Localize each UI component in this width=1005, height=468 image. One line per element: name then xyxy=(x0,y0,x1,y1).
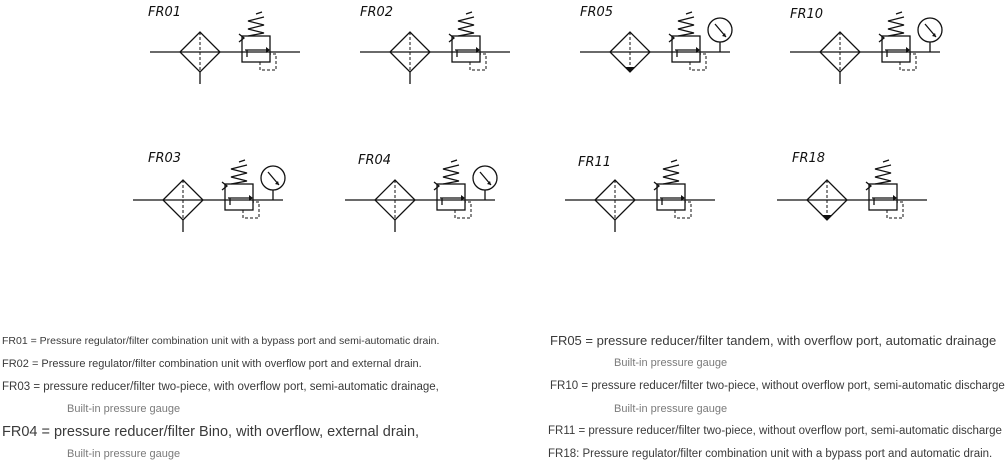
symbol-label: FR02 xyxy=(360,5,393,20)
pressure-gauge-icon xyxy=(707,17,733,52)
symbol-label: FR03 xyxy=(148,151,181,166)
symbol-label: FR10 xyxy=(790,7,823,22)
regulator-icon xyxy=(238,11,277,71)
symbol-fr02: FR02 xyxy=(360,5,510,84)
legend-fr04: FR04 = pressure reducer/filter Bino, wit… xyxy=(2,424,420,440)
legend-fr11: FR11 = pressure reducer/filter two-piece… xyxy=(548,425,1002,437)
legend-fr01: FR01 = Pressure regulator/filter combina… xyxy=(2,335,440,347)
legend-fr05-gauge: Built-in pressure gauge xyxy=(614,357,728,369)
filter-icon xyxy=(609,31,651,73)
symbol-label: FR05 xyxy=(580,5,613,20)
filter-icon xyxy=(374,179,416,232)
symbol-fr05: FR05 xyxy=(580,5,733,73)
legend-fr03-gauge: Built-in pressure gauge xyxy=(67,403,181,415)
legend-fr05: FR05 = pressure reducer/filter tandem, w… xyxy=(550,333,997,348)
symbol-label: FR11 xyxy=(578,155,611,170)
regulator-icon xyxy=(865,159,904,219)
legend-fr04-gauge: Built-in pressure gauge xyxy=(67,448,181,460)
regulator-icon xyxy=(433,159,472,219)
symbol-label: FR18 xyxy=(792,151,825,166)
symbol-fr10: FR10 xyxy=(790,7,943,84)
legend-fr10: FR10 = pressure reducer/filter two-piece… xyxy=(550,380,1005,392)
pressure-gauge-icon xyxy=(260,165,286,200)
filter-icon xyxy=(179,31,221,84)
regulator-icon xyxy=(221,159,260,219)
symbol-fr11: FR11 xyxy=(565,155,715,232)
regulator-icon xyxy=(653,159,692,219)
symbol-fr04: FR04 xyxy=(345,153,498,232)
filter-icon xyxy=(162,179,204,232)
symbol-label: FR04 xyxy=(358,153,391,168)
filter-icon xyxy=(594,179,636,232)
symbol-fr03: FR03 xyxy=(133,151,286,232)
regulator-icon xyxy=(668,11,707,71)
pressure-gauge-icon xyxy=(472,165,498,200)
legend-fr03: FR03 = pressure reducer/filter two-piece… xyxy=(2,381,439,393)
symbol-fr18: FR18 xyxy=(777,151,927,221)
legend-fr02: FR02 = Pressure regulator/filter combina… xyxy=(2,358,422,370)
filter-icon xyxy=(389,31,431,84)
legend-fr10-gauge: Built-in pressure gauge xyxy=(614,403,728,415)
filter-icon xyxy=(806,179,848,221)
regulator-icon xyxy=(448,11,487,71)
filter-icon xyxy=(819,31,861,84)
pressure-gauge-icon xyxy=(917,17,943,52)
symbol-label: FR01 xyxy=(148,5,181,20)
symbol-fr01: FR01 xyxy=(148,5,300,84)
regulator-icon xyxy=(878,11,917,71)
legend-fr18: FR18: Pressure regulator/filter combinat… xyxy=(548,448,993,460)
